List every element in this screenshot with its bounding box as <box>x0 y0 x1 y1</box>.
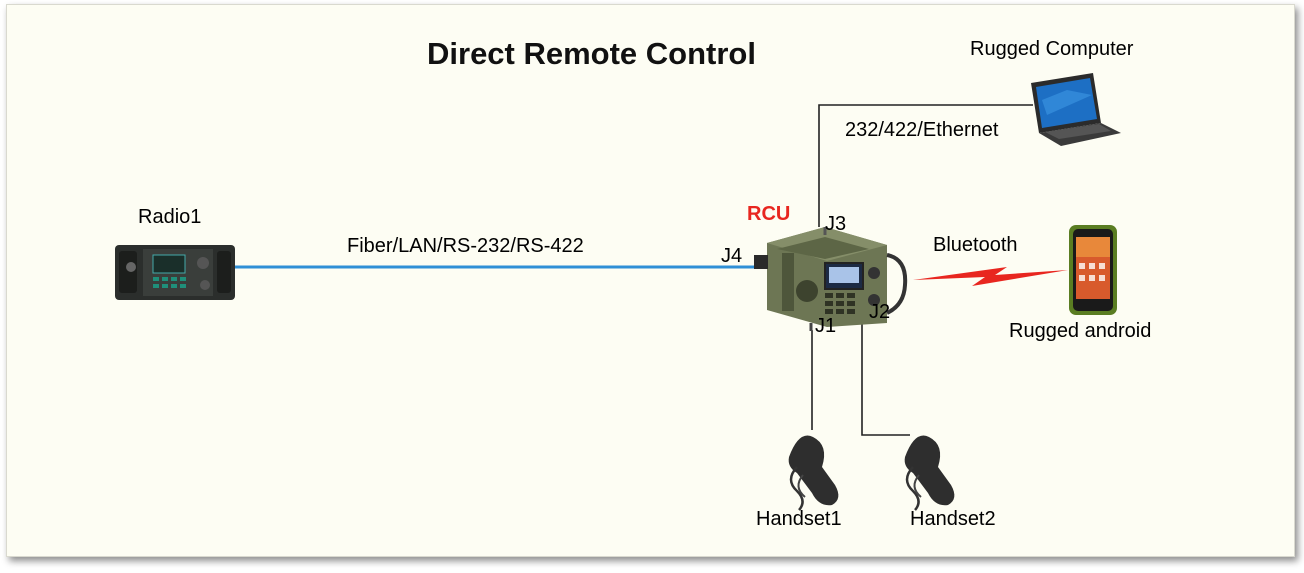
link-label-rcu-computer: 232/422/Ethernet <box>845 119 999 141</box>
node-label-rcu: RCU <box>747 203 791 225</box>
bluetooth-bolt <box>913 267 1068 286</box>
link-rcu-handset2 <box>861 305 910 436</box>
diagram-panel: Direct Remote Control Rugged Computer 23… <box>6 4 1295 557</box>
diagram-canvas <box>115 73 1121 511</box>
node-label-handset2: Handset2 <box>910 508 996 530</box>
rcu-icon <box>754 227 908 331</box>
port-label-j2: J2 <box>869 301 891 323</box>
node-label-android: Rugged android <box>1009 320 1152 342</box>
node-label-radio: Radio1 <box>138 206 202 228</box>
handset-icon <box>904 435 955 511</box>
radio-icon <box>115 245 235 300</box>
laptop-icon <box>1031 73 1121 146</box>
handset-icon <box>788 435 839 511</box>
link-rcu-computer <box>818 104 1033 227</box>
node-label-computer: Rugged Computer <box>970 38 1134 60</box>
link-label-bluetooth: Bluetooth <box>933 234 1018 256</box>
node-label-handset1: Handset1 <box>756 508 842 530</box>
diagram-title: Direct Remote Control <box>427 36 756 71</box>
port-label-j3: J3 <box>825 213 847 235</box>
port-label-j4: J4 <box>721 245 743 267</box>
android-phone-icon <box>1069 225 1117 315</box>
link-label-radio-rcu: Fiber/LAN/RS-232/RS-422 <box>347 235 584 257</box>
port-label-j1: J1 <box>815 315 837 337</box>
